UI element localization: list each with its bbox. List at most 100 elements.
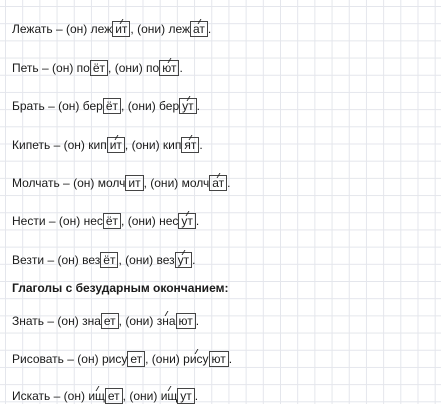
ending-box-oni: ут — [177, 388, 195, 404]
ending-box-on: ёт — [100, 252, 119, 268]
ending-box-oni: ят — [181, 137, 200, 153]
comma: , — [118, 253, 122, 267]
comma: , — [122, 389, 127, 403]
pronoun-on: (он) — [63, 138, 85, 152]
stem-oni: молч — [181, 176, 210, 190]
period: . — [194, 389, 199, 403]
stem-on: вез — [82, 253, 101, 267]
comma: , — [108, 61, 112, 75]
stem-oni: зна — [156, 314, 176, 328]
ending-box-on: ет — [100, 313, 119, 329]
section-heading: Глаголы с безударным окончанием: — [12, 281, 229, 295]
verb: Петь — [12, 61, 39, 75]
stem-on: по — [76, 61, 90, 75]
pronoun-oni: (они) — [137, 22, 166, 36]
stem-oni: нес — [159, 214, 179, 228]
pronoun-oni: (они) — [131, 138, 160, 152]
stem-on: молч — [97, 176, 126, 190]
verb: Знать — [12, 314, 45, 328]
pronoun-on: (он) — [73, 176, 95, 190]
pronoun-on: (он) — [77, 352, 99, 366]
ending-box-on: ит — [125, 175, 144, 191]
pronoun-oni: (они) — [125, 314, 154, 328]
dash: – — [53, 138, 61, 152]
stem-on: зна — [82, 314, 101, 328]
period: . — [207, 22, 212, 36]
pronoun-oni: (они) — [127, 99, 156, 113]
stem-on: леж — [90, 22, 113, 36]
pronoun-on: (он) — [57, 314, 79, 328]
stem-oni: бер — [159, 99, 180, 113]
stem-on: бер — [82, 99, 103, 113]
pronoun-oni: (они) — [125, 253, 154, 267]
pronoun-oni: (они) — [114, 61, 143, 75]
stem-oni: кип — [162, 138, 182, 152]
stem-on: ищ — [88, 389, 105, 403]
ending-box-oni: ут — [174, 252, 193, 268]
pronoun-on: (он) — [65, 22, 88, 36]
ending-box-oni: ат — [209, 175, 228, 191]
ending-box-on: ет — [104, 388, 123, 404]
dash: – — [67, 352, 74, 366]
verb: Молчать — [12, 176, 60, 190]
ending-box-oni: ут — [179, 98, 197, 114]
period: . — [179, 61, 183, 75]
comma: , — [124, 138, 129, 152]
dash: – — [63, 176, 70, 190]
ending-box-on: ит — [112, 21, 131, 37]
ending-box-on: ёт — [89, 60, 109, 76]
ending-box-oni: ат — [190, 21, 208, 37]
verb: Кипеть — [12, 138, 51, 152]
verb: Лежать — [12, 22, 53, 36]
pronoun-oni: (они) — [129, 389, 158, 403]
dash: – — [47, 314, 55, 328]
pronoun-on: (он) — [63, 389, 85, 403]
stem-oni: леж — [168, 22, 191, 36]
verb: Брать — [12, 99, 45, 113]
ending-box-oni: ут — [178, 213, 196, 229]
pronoun-oni: (они) — [151, 352, 180, 366]
stem-oni: рису — [183, 352, 209, 366]
comma: , — [121, 214, 125, 228]
ending-box-on: ит — [106, 137, 125, 153]
period: . — [195, 214, 200, 228]
pronoun-on: (он) — [52, 61, 74, 75]
period: . — [196, 99, 200, 113]
comma: , — [121, 99, 125, 113]
stem-oni: вез — [156, 253, 175, 267]
pronoun-oni: (они) — [127, 214, 156, 228]
ending-box-on: ёт — [102, 98, 121, 114]
comma: , — [145, 352, 149, 366]
dash: – — [48, 214, 56, 228]
verb: Искать — [12, 389, 51, 403]
stem-oni: ищ — [160, 389, 178, 403]
pronoun-on: (он) — [57, 253, 79, 267]
verb: Нести — [12, 214, 46, 228]
dash: – — [55, 22, 63, 36]
stem-on: кип — [88, 138, 107, 152]
comma: , — [143, 176, 147, 190]
dash: – — [42, 61, 49, 75]
ending-box-on: ет — [127, 351, 146, 367]
comma: , — [130, 22, 134, 36]
dash: – — [53, 389, 61, 403]
comma: , — [118, 314, 122, 328]
stem-on: нес — [83, 214, 103, 228]
ending-box-oni: ют — [159, 60, 180, 76]
ending-box-oni: ют — [208, 351, 229, 367]
verb: Рисовать — [12, 352, 64, 366]
dash: – — [47, 253, 55, 267]
period: . — [195, 314, 200, 328]
period: . — [192, 253, 196, 267]
ending-box-oni: ют — [175, 313, 196, 329]
pronoun-on: (он) — [58, 99, 80, 113]
dash: – — [48, 99, 55, 113]
period: . — [199, 138, 203, 152]
